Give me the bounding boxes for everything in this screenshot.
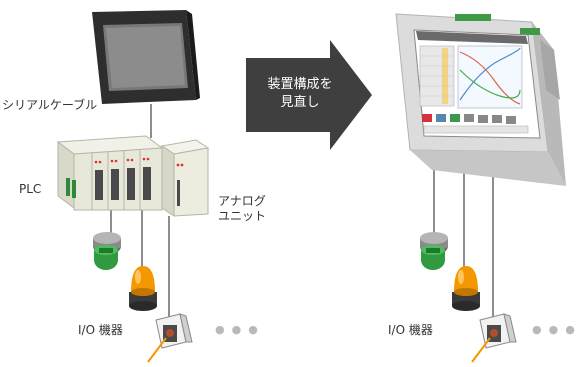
left-cables (110, 104, 170, 318)
selector-switch-icon (420, 232, 448, 270)
photo-sensor-icon (471, 313, 517, 363)
signal-lamp-icon (129, 266, 157, 311)
transition-arrow (246, 40, 372, 150)
analog-unit-icon (160, 139, 210, 217)
touch-panel-icon (395, 13, 566, 186)
arrow-caption-line2: 見直し (280, 95, 320, 110)
serial-cable-label: シリアルケーブル (2, 98, 98, 112)
ellipsis-dots-right: ●●● (532, 323, 582, 336)
arrow-caption-line1: 装置構成を (267, 77, 333, 92)
signal-lamp-icon (452, 266, 480, 311)
analog-unit-label: アナログ ユニット (218, 194, 266, 224)
selector-switch-icon (93, 232, 121, 270)
io-devices-label-left: I/O 機器 (78, 323, 123, 337)
old-display-icon (92, 10, 200, 104)
analog-unit-label-line1: アナログ (218, 194, 266, 208)
plc-rack-icon (56, 135, 164, 211)
io-devices-label-right: I/O 機器 (388, 323, 433, 337)
arrow-caption: 装置構成を 見直し (248, 76, 352, 112)
photo-sensor-icon (147, 313, 193, 363)
ellipsis-dots-left: ●●● (215, 323, 265, 336)
plc-label: PLC (19, 182, 42, 196)
analog-unit-label-line2: ユニット (218, 209, 267, 223)
